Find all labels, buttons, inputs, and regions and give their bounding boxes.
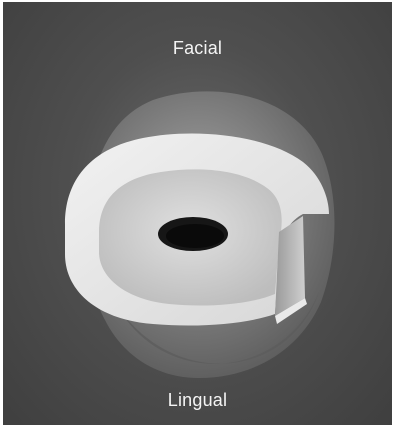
- facial-label: Facial: [3, 38, 392, 59]
- lingual-label: Lingual: [3, 390, 392, 411]
- tooth-preparation-photo: Facial Lingual: [3, 2, 392, 425]
- tooth-illustration: [3, 2, 392, 425]
